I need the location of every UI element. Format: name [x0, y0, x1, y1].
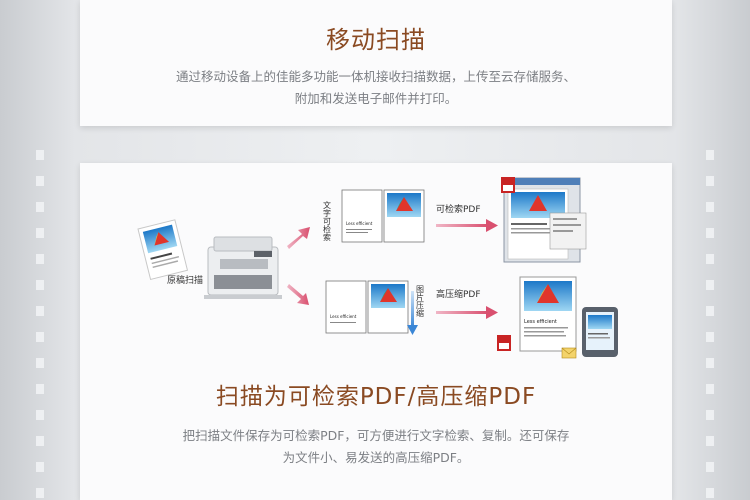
doc-heading-top: Less efficient	[346, 221, 373, 226]
decorative-strip-right	[706, 150, 714, 500]
scan-workflow-diagram: 原稿扫描 文字可检索 Less efficient	[137, 177, 618, 359]
arrow-down-icon	[407, 291, 418, 335]
pdf-file-icon-bottom	[497, 335, 511, 351]
searchable-pdf-window	[503, 177, 587, 263]
arrow-up-right-icon	[287, 227, 310, 249]
text-page-top: Less efficient	[341, 189, 383, 243]
image-page-bottom	[367, 280, 409, 334]
decorative-strip-left	[36, 150, 44, 500]
arrow-right-icon-bottom	[436, 306, 498, 319]
scan-to-pdf-desc-line-1: 把扫描文件保存为可检索PDF，可方便进行文字检索、复制。还可保存	[182, 428, 570, 443]
vertical-label-image-compress: 图片压缩	[416, 285, 425, 318]
mobile-scan-description: 通过移动设备上的佳能多功能一体机接收扫描数据，上传至云存储服务、 附加和发送电子…	[110, 66, 642, 110]
source-label: 原稿扫描	[167, 274, 203, 286]
scan-to-pdf-desc-line-2: 为文件小、易发送的高压缩PDF。	[282, 450, 470, 465]
tablet-icon	[582, 307, 618, 357]
printer-icon	[204, 236, 282, 299]
compressed-pdf-label: 高压缩PDF	[436, 288, 481, 300]
mail-icon	[561, 347, 577, 359]
compressed-pdf-document: Less efficient	[519, 276, 577, 352]
text-page-bottom: Less efficient	[325, 280, 367, 334]
original-document	[137, 219, 189, 281]
scan-to-pdf-description: 把扫描文件保存为可检索PDF，可方便进行文字检索、复制。还可保存 为文件小、易发…	[110, 425, 642, 469]
image-page-top	[383, 189, 425, 243]
mobile-scan-title: 移动扫描	[326, 26, 426, 54]
arrow-down-right-icon	[287, 284, 309, 305]
pdf-file-icon-top	[501, 177, 515, 193]
scan-to-pdf-title: 扫描为可检索PDF/高压缩PDF	[215, 384, 537, 410]
mobile-scan-card: 移动扫描 通过移动设备上的佳能多功能一体机接收扫描数据，上传至云存储服务、 附加…	[80, 0, 672, 126]
doc-heading-bottom-small: Less efficient	[330, 314, 357, 319]
mobile-scan-desc-line-1: 通过移动设备上的佳能多功能一体机接收扫描数据，上传至云存储服务、	[175, 69, 576, 84]
doc-heading-result: Less efficient	[524, 319, 557, 325]
searchable-pdf-label: 可检索PDF	[436, 203, 481, 215]
mobile-scan-desc-line-2: 附加和发送电子邮件并打印。	[294, 91, 458, 106]
scan-to-pdf-card: 原稿扫描 文字可检索 Less efficient	[80, 163, 672, 500]
arrow-right-icon	[436, 219, 498, 232]
vertical-label-text-searchable: 文字可检索	[323, 200, 332, 241]
